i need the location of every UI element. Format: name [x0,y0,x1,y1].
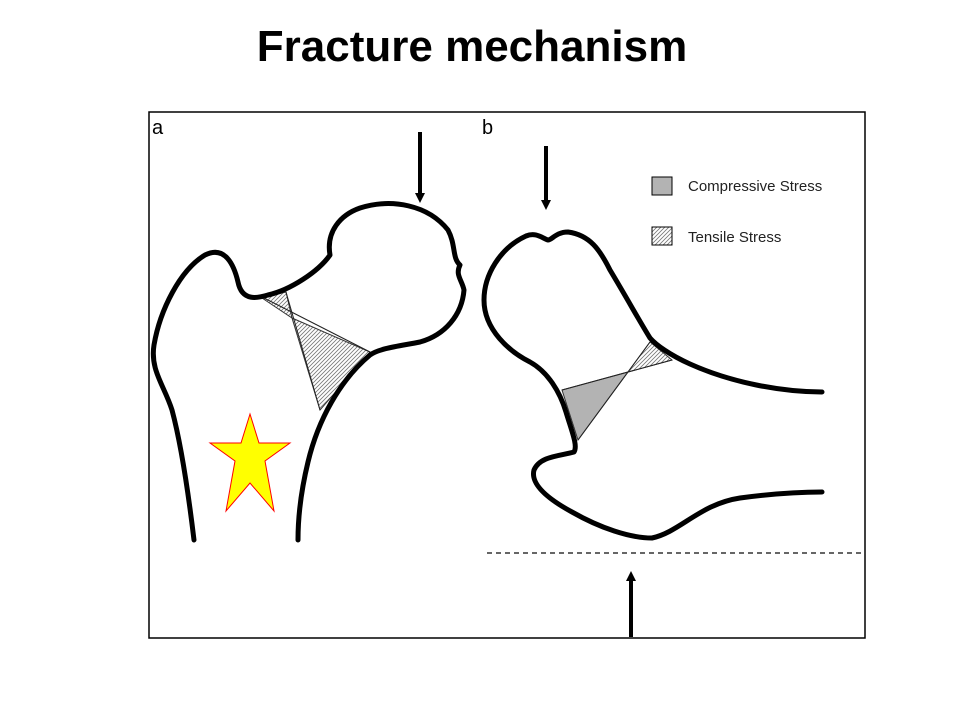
panel-a-bone-outline [150,201,467,543]
legend-tensile-swatch [651,226,673,246]
legend-compressive-label: Compressive Stress [688,178,822,195]
figure-frame [148,111,866,639]
panel-a-label: a [152,117,164,139]
legend-tensile-label: Tensile Stress [688,229,781,246]
legend-compressive-swatch [651,176,673,196]
panel-b-femur [481,146,865,637]
panel-a-fracture-line [263,297,371,353]
panel-b-fracture-line [561,359,673,391]
panel-a-fracture-line-2 [285,291,321,411]
panel-b-fracture-line-2 [577,341,651,441]
panel-a-femur [150,132,467,543]
panel-b-label: b [482,117,493,139]
legend: Compressive Stress Tensile Stress [651,176,822,246]
star-marker-icon [208,412,292,513]
slide-title: Fracture mechanism [256,22,688,71]
panel-b-bone-outline [481,229,825,541]
